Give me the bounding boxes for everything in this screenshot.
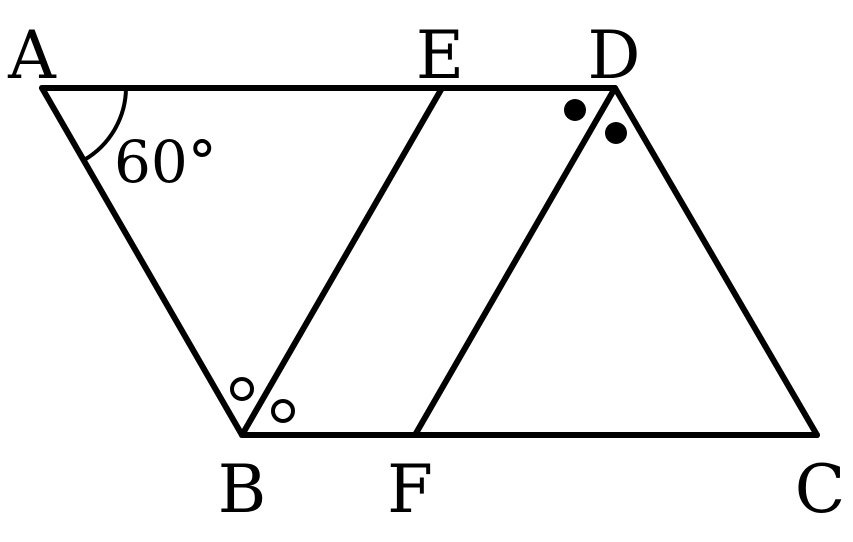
angle-a-arc (82, 87, 128, 162)
segment-dc (612, 85, 820, 438)
segment-be (239, 85, 445, 438)
angle-a-label: 60° (114, 128, 217, 196)
angle-d-mark-1 (564, 99, 586, 121)
angle-b-mark-2 (271, 399, 295, 423)
segment-fd (412, 85, 618, 438)
vertex-label-a: A (7, 17, 57, 94)
vertex-label-d: D (588, 17, 641, 94)
angle-d-mark-2 (605, 122, 627, 144)
segment-ab (39, 85, 245, 438)
vertex-label-e: E (416, 17, 464, 94)
vertex-label-b: B (218, 451, 267, 528)
vertex-label-f: F (387, 451, 433, 528)
vertex-label-c: C (795, 451, 846, 528)
angle-b-mark-1 (230, 377, 254, 401)
